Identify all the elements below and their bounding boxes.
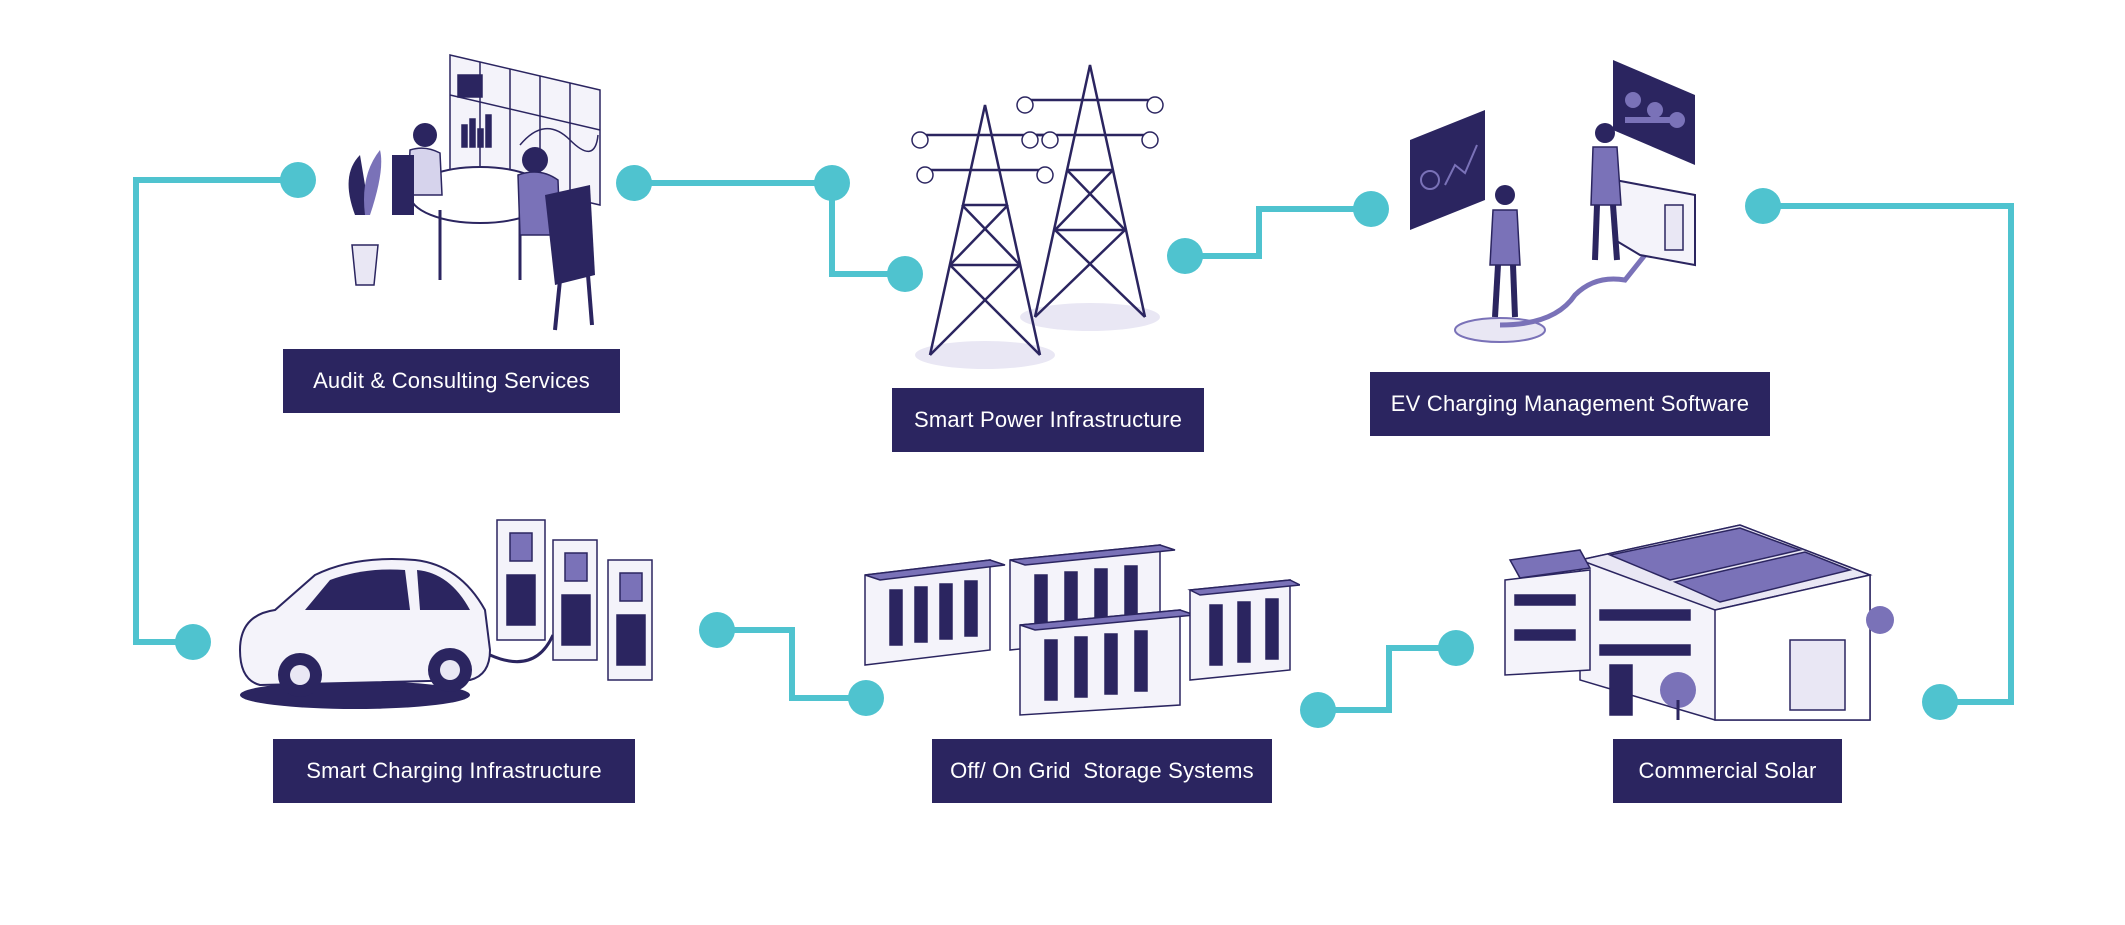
battery-storage-icon xyxy=(864,544,1300,716)
connector-line-storage-solar xyxy=(1318,645,1456,713)
transmission-tower-icon xyxy=(911,64,1164,369)
connector-node xyxy=(280,162,316,198)
consulting-meeting-icon xyxy=(348,54,601,331)
label-text: Audit & Consulting Services xyxy=(313,368,590,393)
connector-node xyxy=(1922,684,1958,720)
control-dashboard-icon xyxy=(1410,60,1696,343)
connector-node xyxy=(1745,188,1781,224)
connector-node xyxy=(1167,238,1203,274)
label-audit: Audit & Consulting Services xyxy=(283,349,620,413)
connector-line-audit-power xyxy=(634,180,905,277)
label-text: Off/ On Grid Storage Systems xyxy=(950,758,1254,783)
connector-node xyxy=(175,624,211,660)
connector-line-power-software xyxy=(1185,206,1371,259)
connector-node xyxy=(1300,692,1336,728)
connector-node xyxy=(1353,191,1389,227)
label-power: Smart Power Infrastructure xyxy=(892,388,1204,452)
ev-charger-car-icon xyxy=(238,519,653,709)
label-text: Smart Charging Infrastructure xyxy=(306,758,602,783)
solar-building-icon xyxy=(1504,524,1894,721)
connector-line-left xyxy=(133,177,298,645)
connector-node xyxy=(616,165,652,201)
label-text: Commercial Solar xyxy=(1638,758,1817,783)
label-software: EV Charging Management Software xyxy=(1370,372,1770,436)
label-solar: Commercial Solar xyxy=(1613,739,1842,803)
connector-node xyxy=(814,165,850,201)
label-charging: Smart Charging Infrastructure xyxy=(273,739,635,803)
label-text: EV Charging Management Software xyxy=(1390,391,1750,416)
connector-line-right xyxy=(1763,203,2014,705)
connector-node xyxy=(699,612,735,648)
connector-line-charging-storage xyxy=(717,627,866,701)
connector-node xyxy=(848,680,884,716)
connector-node xyxy=(887,256,923,292)
label-text: Smart Power Infrastructure xyxy=(913,407,1183,432)
label-storage: Off/ On Grid Storage Systems xyxy=(932,739,1272,803)
connector-node xyxy=(1438,630,1474,666)
